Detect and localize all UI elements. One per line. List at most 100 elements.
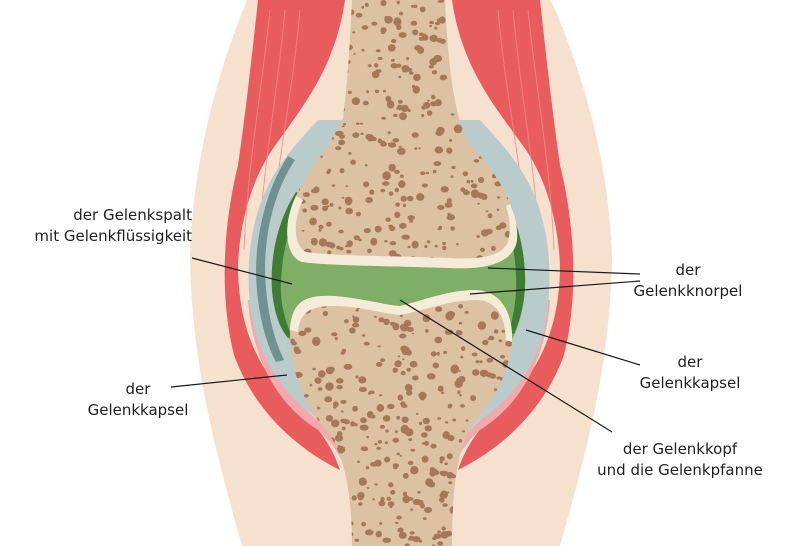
bone-spot bbox=[393, 114, 398, 117]
label-kapsel-left: der Gelenkkapsel bbox=[88, 379, 189, 421]
bone-spot bbox=[326, 415, 333, 421]
bone-spot bbox=[298, 331, 306, 336]
bone-spot bbox=[419, 422, 422, 426]
bone-spot bbox=[364, 228, 371, 233]
bone-spot bbox=[430, 35, 438, 42]
bone-spot bbox=[367, 134, 374, 141]
bone-spot bbox=[338, 445, 341, 448]
bone-spot bbox=[447, 213, 450, 215]
bone-spot bbox=[437, 205, 444, 210]
bone-spot bbox=[440, 75, 448, 81]
bone-spot bbox=[477, 203, 480, 205]
bone-spot bbox=[371, 22, 377, 26]
bone-spot bbox=[466, 419, 469, 421]
bone-spot bbox=[402, 358, 405, 360]
bone-spot bbox=[380, 0, 386, 6]
bone-spot bbox=[370, 238, 377, 246]
bone-spot bbox=[434, 27, 437, 30]
bone-spot bbox=[352, 406, 358, 412]
bone-spot bbox=[396, 516, 402, 520]
bone-spot bbox=[342, 197, 345, 199]
bone-spot bbox=[382, 181, 389, 186]
bone-spot bbox=[449, 435, 455, 441]
bone-spot bbox=[420, 397, 424, 400]
bone-spot bbox=[356, 212, 361, 217]
bone-spot bbox=[440, 460, 443, 463]
bone-spot bbox=[318, 370, 326, 377]
bone-spot bbox=[471, 192, 474, 194]
bone-spot bbox=[488, 213, 493, 218]
bone-spot bbox=[433, 170, 437, 174]
bone-spot bbox=[422, 184, 428, 188]
bone-spot bbox=[330, 203, 334, 207]
bone-spot bbox=[388, 501, 395, 507]
bone-spot bbox=[381, 31, 385, 35]
bone-spot bbox=[374, 443, 377, 445]
bone-spot bbox=[380, 425, 385, 429]
bone-spot bbox=[430, 467, 435, 472]
bone-spot bbox=[419, 37, 425, 41]
bone-spot bbox=[410, 531, 415, 534]
bone-spot bbox=[486, 358, 493, 363]
bone-spot bbox=[367, 249, 372, 254]
bone-spot bbox=[422, 456, 429, 463]
bone-spot bbox=[441, 186, 449, 192]
bone-spot bbox=[384, 240, 387, 242]
bone-spot bbox=[344, 319, 349, 323]
bone-spot bbox=[447, 198, 452, 203]
bone-spot bbox=[361, 49, 364, 52]
bone-spot bbox=[335, 131, 344, 136]
bone-spot bbox=[310, 205, 318, 211]
bone-spot bbox=[391, 63, 398, 68]
bone-spot bbox=[379, 522, 382, 525]
bone-spot bbox=[416, 193, 424, 201]
label-kapsel-left-line2: Gelenkkapsel bbox=[88, 400, 189, 421]
bone-spot bbox=[341, 411, 344, 413]
bone-spot bbox=[324, 396, 332, 402]
bone-spot bbox=[378, 57, 383, 60]
bone-spot bbox=[411, 449, 416, 452]
bone-spot bbox=[438, 386, 444, 392]
bone-spot bbox=[429, 36, 432, 38]
bone-spot bbox=[400, 401, 406, 406]
bone-spot bbox=[365, 197, 372, 203]
bone-spot bbox=[350, 160, 356, 165]
bone-spot bbox=[378, 440, 382, 444]
bone-spot bbox=[410, 466, 418, 474]
bone-spot bbox=[366, 90, 369, 93]
bone-spot bbox=[402, 417, 409, 423]
bone-spot bbox=[410, 328, 414, 332]
bone-spot bbox=[403, 473, 409, 479]
bone-spot bbox=[375, 90, 379, 94]
bone-spot bbox=[420, 171, 426, 175]
bone-spot bbox=[486, 229, 493, 235]
bone-spot bbox=[348, 152, 351, 155]
bone-spot bbox=[410, 509, 413, 511]
bone-spot bbox=[365, 3, 369, 7]
bone-spot bbox=[463, 171, 469, 176]
bone-spot bbox=[441, 527, 446, 531]
bone-spot bbox=[488, 336, 494, 341]
bone-spot bbox=[343, 123, 346, 126]
bone-spot bbox=[345, 197, 353, 206]
bone-spot bbox=[435, 306, 442, 312]
bone-spot bbox=[355, 376, 358, 379]
bone-spot bbox=[398, 180, 405, 188]
bone-spot bbox=[398, 355, 401, 357]
bone-spot bbox=[393, 368, 398, 373]
bone-spot bbox=[408, 246, 411, 248]
bone-spot bbox=[476, 360, 480, 363]
bone-spot bbox=[462, 430, 465, 432]
bone-spot bbox=[460, 404, 465, 408]
bone-spot bbox=[472, 353, 478, 357]
bone-spot bbox=[478, 177, 484, 183]
bone-spot bbox=[433, 363, 440, 369]
bone-spot bbox=[372, 498, 375, 500]
bone-spot bbox=[303, 192, 310, 197]
bone-spot bbox=[291, 341, 297, 345]
bone-spot bbox=[325, 382, 334, 391]
bone-spot bbox=[409, 219, 413, 223]
bone-spot bbox=[398, 395, 404, 401]
bone-spot bbox=[452, 419, 456, 422]
bone-spot bbox=[338, 230, 343, 234]
